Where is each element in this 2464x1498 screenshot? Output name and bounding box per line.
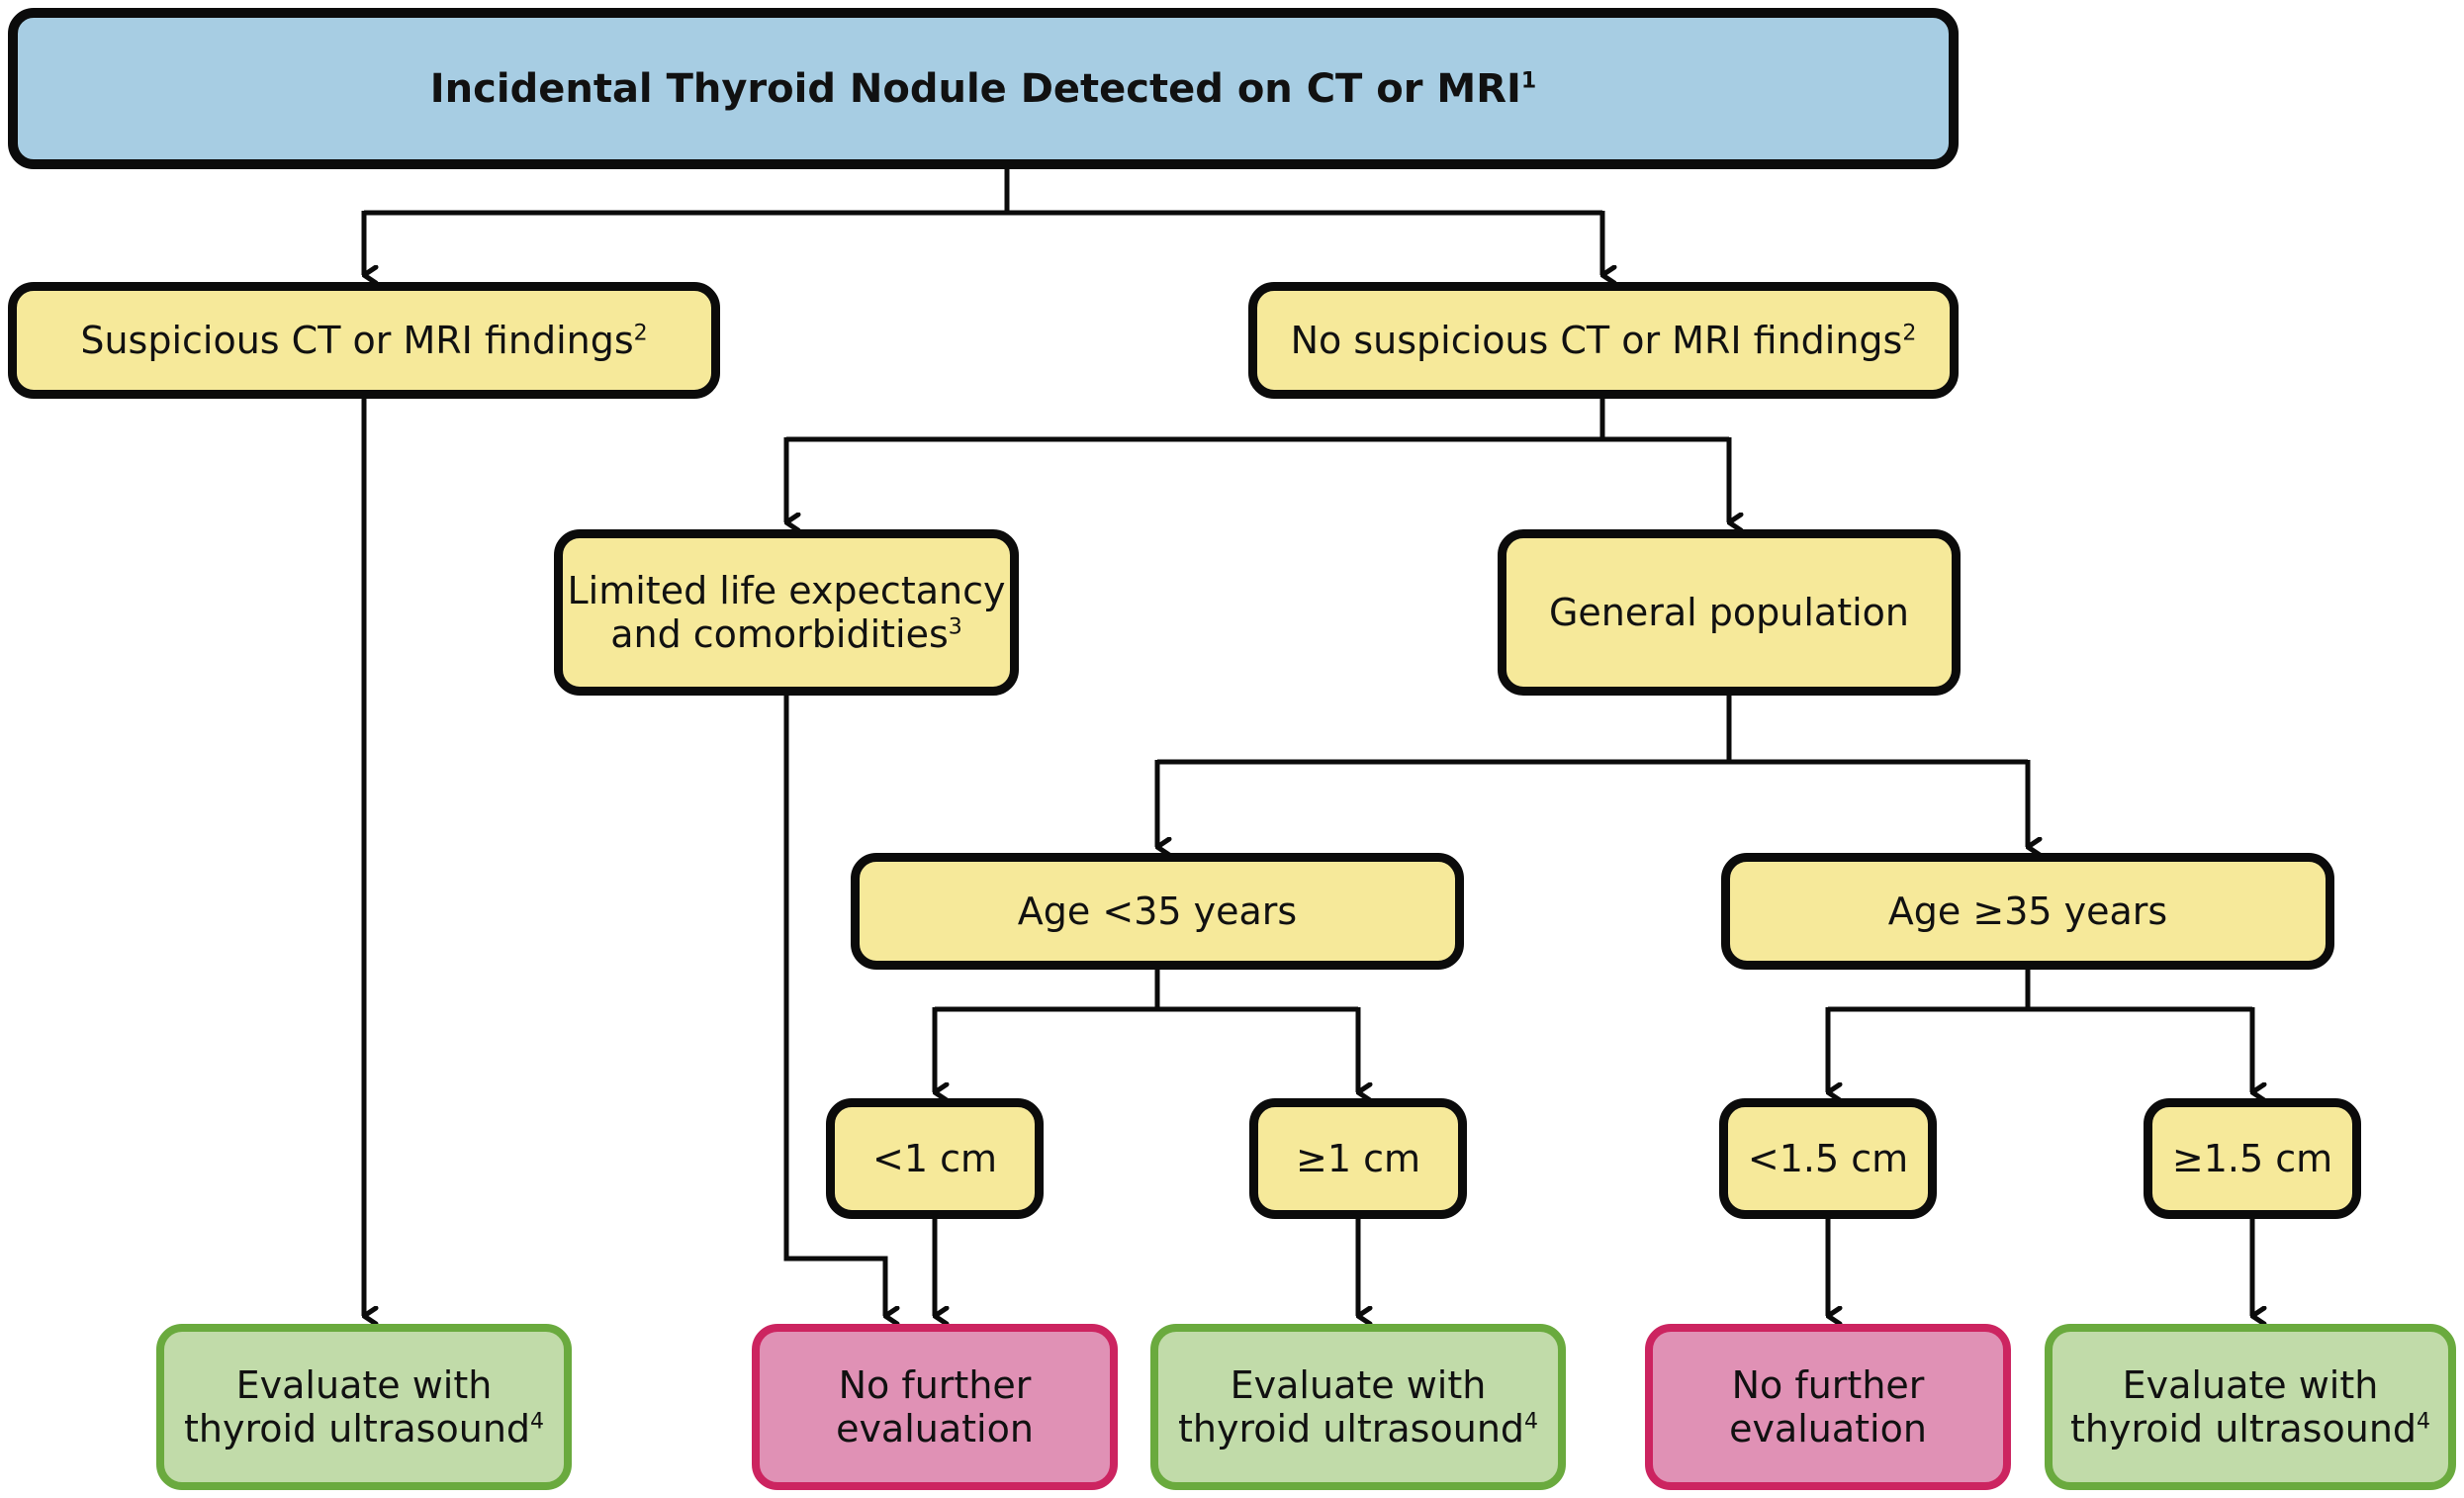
size-1-5cm-plus-label: ≥1.5 cm	[2171, 1137, 2333, 1180]
evaluate-ultrasound-box-1: Evaluate with thyroid ultrasound4	[156, 1324, 572, 1490]
size-1-5cm-plus-box: ≥1.5 cm	[2144, 1098, 2361, 1219]
evaluate-ultrasound-box-2: Evaluate with thyroid ultrasound4	[1150, 1324, 1566, 1490]
size-1cm-plus-box: ≥1 cm	[1249, 1098, 1467, 1219]
size-under-1cm-box: <1 cm	[826, 1098, 1044, 1219]
evaluate-3-footnote: 4	[2417, 1409, 2431, 1435]
size-under-1-5cm-box: <1.5 cm	[1719, 1098, 1937, 1219]
age-under-35-label: Age <35 years	[1017, 889, 1298, 933]
evaluate-2-line1: Evaluate with	[1230, 1363, 1487, 1407]
no-further-evaluation-box-2: No further evaluation	[1645, 1324, 2011, 1490]
no-suspicious-findings-footnote: 2	[1902, 321, 1917, 346]
evaluate-2-footnote: 4	[1524, 1409, 1539, 1435]
suspicious-findings-box: Suspicious CT or MRI findings2	[8, 282, 720, 399]
limited-line2: and comorbidities	[610, 612, 949, 656]
connector-not-suspicious	[786, 398, 1729, 442]
size-under-1cm-label: <1 cm	[871, 1137, 997, 1180]
age-under-35-box: Age <35 years	[851, 853, 1464, 970]
root-box: Incidental Thyroid Nodule Detected on CT…	[8, 8, 1959, 169]
size-1cm-plus-label: ≥1 cm	[1295, 1137, 1420, 1180]
evaluate-1-line2: thyroid ultrasound	[183, 1407, 531, 1451]
general-population-label: General population	[1548, 591, 1910, 634]
size-under-1-5cm-label: <1.5 cm	[1747, 1137, 1909, 1180]
connector-age-lt35	[935, 970, 1358, 1012]
suspicious-findings-footnote: 2	[633, 321, 648, 346]
evaluate-1-line1: Evaluate with	[235, 1363, 493, 1407]
arrow-limited-to-nfe	[783, 696, 885, 1316]
age-35-plus-label: Age ≥35 years	[1887, 889, 2168, 933]
no-suspicious-findings-label: No suspicious CT or MRI findings	[1290, 319, 1903, 362]
general-population-box: General population	[1498, 529, 1961, 696]
nfe-1-line1: No further	[838, 1363, 1032, 1407]
root-footnote: 1	[1520, 68, 1537, 94]
evaluate-3-line2: thyroid ultrasound	[2069, 1407, 2418, 1451]
no-further-evaluation-box-1: No further evaluation	[752, 1324, 1118, 1490]
evaluate-1-footnote: 4	[530, 1409, 545, 1435]
evaluate-ultrasound-box-3: Evaluate with thyroid ultrasound4	[2045, 1324, 2456, 1490]
nfe-2-line2: evaluation	[1729, 1407, 1927, 1451]
connector-general	[1157, 696, 2028, 765]
age-35-plus-box: Age ≥35 years	[1721, 853, 2334, 970]
connector-root	[364, 168, 1602, 216]
nfe-1-line2: evaluation	[836, 1407, 1034, 1451]
connector-age-ge35	[1828, 970, 2252, 1012]
root-label: Incidental Thyroid Nodule Detected on CT…	[429, 65, 1521, 112]
limited-life-expectancy-box: Limited life expectancy and comorbiditie…	[554, 529, 1019, 696]
nfe-2-line1: No further	[1731, 1363, 1925, 1407]
evaluate-3-line1: Evaluate with	[2122, 1363, 2379, 1407]
evaluate-2-line2: thyroid ultrasound	[1177, 1407, 1525, 1451]
limited-footnote: 3	[948, 614, 962, 640]
suspicious-findings-label: Suspicious CT or MRI findings	[80, 319, 634, 362]
limited-line1: Limited life expectancy	[567, 569, 1006, 612]
no-suspicious-findings-box: No suspicious CT or MRI findings2	[1248, 282, 1959, 399]
